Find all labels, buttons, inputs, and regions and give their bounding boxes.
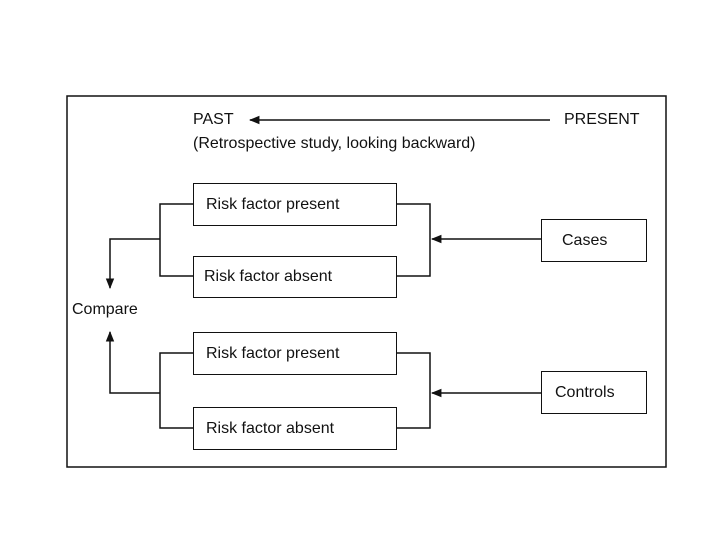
cases-risk-present-box: Risk factor present — [193, 183, 397, 226]
cases-right-bracket — [396, 203, 431, 277]
box-label: Risk factor absent — [206, 420, 335, 437]
controls-risk-absent-box: Risk factor absent — [193, 407, 397, 450]
cases-to-compare-arrow — [105, 238, 160, 290]
cases-risk-absent-box: Risk factor absent — [193, 256, 397, 298]
box-label: Risk factor absent — [204, 268, 333, 285]
present-label: PRESENT — [564, 111, 640, 128]
controls-to-compare-arrow — [105, 330, 160, 394]
controls-right-bracket — [396, 352, 431, 429]
box-label: Risk factor present — [206, 196, 340, 213]
diagram-subtitle: (Retrospective study, looking backward) — [193, 135, 476, 152]
box-label: Risk factor present — [206, 345, 340, 362]
controls-risk-present-box: Risk factor present — [193, 332, 397, 375]
cases-box: Cases — [541, 219, 647, 262]
compare-label: Compare — [72, 301, 138, 318]
outer-frame — [66, 95, 667, 468]
cases-left-bracket — [159, 203, 193, 277]
box-label: Controls — [555, 384, 615, 401]
past-label: PAST — [193, 111, 234, 128]
controls-left-bracket — [159, 352, 193, 429]
box-label: Cases — [562, 232, 608, 249]
controls-box: Controls — [541, 371, 647, 414]
